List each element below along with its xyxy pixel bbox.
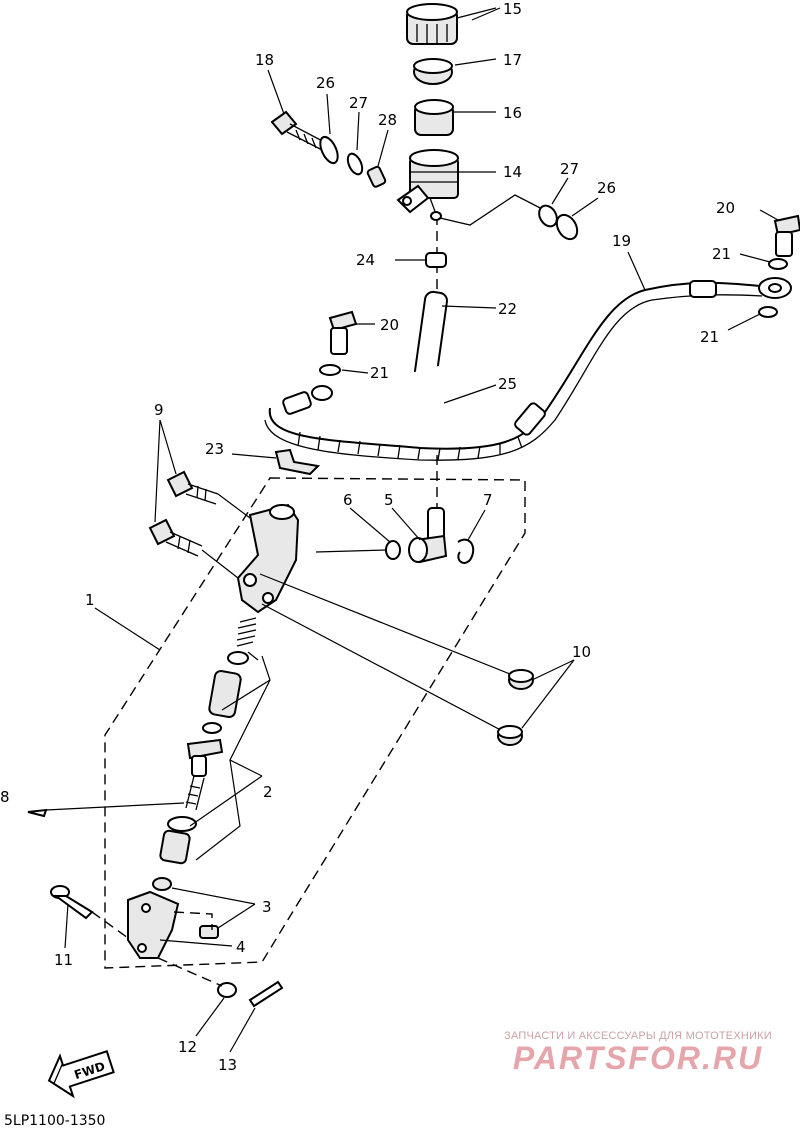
boot-washer <box>167 816 197 832</box>
boot <box>159 829 191 865</box>
piston <box>208 670 242 718</box>
callout-13: 13 <box>218 1056 237 1074</box>
callout-23: 23 <box>205 440 224 458</box>
union-bolt-left <box>328 310 358 355</box>
bolt-axis-lower-left <box>201 549 239 579</box>
callout-28: 28 <box>378 111 397 129</box>
callout-4: 4 <box>236 938 246 956</box>
forward-direction-arrow: FWD <box>47 1050 115 1099</box>
locknut-3 <box>152 877 172 891</box>
reservoir-cap <box>406 3 458 45</box>
bolt-axis-upper-left <box>217 493 251 519</box>
reservoir-strap-line <box>439 194 549 226</box>
callout-7: 7 <box>483 491 493 509</box>
clevis-axis-dash <box>173 911 213 930</box>
gasket-21-left <box>319 364 341 376</box>
oring-axis <box>315 549 387 553</box>
callout-labels: 15 17 16 14 18 26 27 28 27 26 20 19 21 2… <box>0 0 735 1074</box>
drawing-code: 5LP1100-1350 <box>4 1113 106 1129</box>
callout-20-left: 20 <box>380 316 399 334</box>
callout-10: 10 <box>572 643 591 661</box>
washer-12 <box>217 982 237 998</box>
washer-26-right <box>555 213 579 241</box>
gasket-21-top <box>768 258 788 270</box>
leader-lines <box>45 7 779 1053</box>
mounting-bolt-upper <box>166 470 219 505</box>
callout-24: 24 <box>356 251 375 269</box>
callout-1: 1 <box>85 591 95 609</box>
callout-20-right: 20 <box>716 199 735 217</box>
callout-19: 19 <box>612 232 631 250</box>
callout-15: 15 <box>503 0 522 18</box>
collar-28 <box>366 165 387 188</box>
push-rod <box>185 738 224 811</box>
mounting-bolt-lower <box>148 518 203 557</box>
callout-27-right: 27 <box>560 160 579 178</box>
callout-8: 8 <box>0 788 10 806</box>
o-ring-6 <box>385 540 401 560</box>
callout-18: 18 <box>255 51 274 69</box>
washer-axis <box>157 957 223 987</box>
brake-hose <box>264 277 792 461</box>
pin-axis <box>91 911 129 939</box>
cup-upper <box>227 651 249 665</box>
hose-clip-24 <box>425 252 447 268</box>
callout-5: 5 <box>384 491 394 509</box>
nut-10-upper <box>508 669 534 690</box>
bolt-axis-upper <box>259 573 521 679</box>
clevis <box>127 890 180 959</box>
callout-22: 22 <box>498 300 517 318</box>
cotter-8 <box>27 808 48 818</box>
master-cylinder-body <box>236 503 300 614</box>
reservoir-tank <box>396 149 459 221</box>
reservoir-bolt <box>270 110 331 153</box>
diaphragm <box>414 99 454 136</box>
clevis-pin <box>50 885 94 920</box>
gasket-21-bottom <box>758 306 778 318</box>
callout-26-left: 26 <box>316 74 335 92</box>
washer-27 <box>346 152 364 176</box>
assembly-outline <box>104 477 526 969</box>
callout-25: 25 <box>498 375 517 393</box>
watermark-tagline: ЗАПЧАСТИ И АКСЕССУАРЫ ДЛЯ МОТОТЕХНИКИ <box>504 1030 772 1042</box>
callout-21-top: 21 <box>712 245 731 263</box>
callout-11: 11 <box>54 951 73 969</box>
callout-16: 16 <box>503 104 522 122</box>
washer-26 <box>319 135 339 165</box>
callout-17: 17 <box>503 51 522 69</box>
watermark-brand: PARTSFOR.RU <box>512 1040 764 1076</box>
callout-27-left: 27 <box>349 94 368 112</box>
callout-2: 2 <box>263 783 273 801</box>
watermark: ЗАПЧАСТИ И АКСЕССУАРЫ ДЛЯ МОТОТЕХНИКИ PA… <box>478 1030 798 1077</box>
callout-3: 3 <box>262 898 272 916</box>
callout-21-left: 21 <box>370 364 389 382</box>
washer-27-right <box>538 204 558 228</box>
circlip-7 <box>457 538 475 564</box>
nut-10-lower <box>497 725 523 746</box>
hose-guide-23 <box>274 448 321 476</box>
callout-14: 14 <box>503 163 522 181</box>
diaphragm-holder <box>413 58 453 85</box>
cup-lower <box>202 722 222 734</box>
spring <box>236 617 257 647</box>
cotter-pin-13 <box>248 980 284 1008</box>
callout-9: 9 <box>154 401 164 419</box>
callout-12: 12 <box>178 1038 197 1056</box>
callout-6: 6 <box>343 491 353 509</box>
union-bolt-right <box>773 214 800 257</box>
locknut-3-right <box>199 925 219 939</box>
callout-21-bottom: 21 <box>700 328 719 346</box>
hose-joint-5 <box>408 507 448 564</box>
callout-26-right: 26 <box>597 179 616 197</box>
bolt-axis-lower <box>261 603 511 736</box>
